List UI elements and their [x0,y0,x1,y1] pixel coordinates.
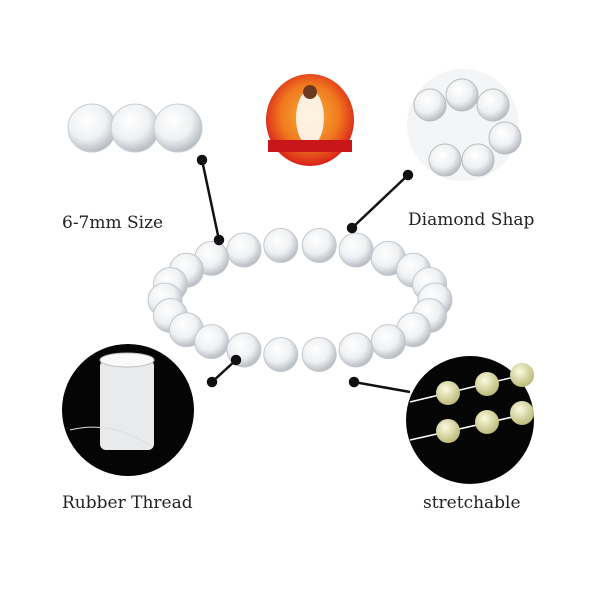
crystal-bracelet [147,228,453,372]
bracelet-bead [263,336,299,372]
stretch-label: stretchable [423,493,521,513]
size-label: 6-7mm Size [62,213,164,233]
stretchable-closeup [406,356,536,484]
bracelet-bead [263,228,299,264]
bracelet-bead [370,324,406,360]
loose-beads-image [67,103,203,153]
bracelet-bead [301,228,337,264]
bracelet-bead [338,232,374,268]
bracelet-bead [301,336,337,372]
pointer-lines [196,154,414,394]
rubber-thread-spool [62,344,194,476]
bracelet-bead [338,332,374,368]
bracelet-bead [226,232,262,268]
bracelet-bead [194,324,230,360]
thread-label: Rubber Thread [62,493,193,513]
shape-label: Diamond Shap [408,210,535,230]
brand-logo [266,74,354,166]
diamond-shape-closeup [407,69,522,181]
